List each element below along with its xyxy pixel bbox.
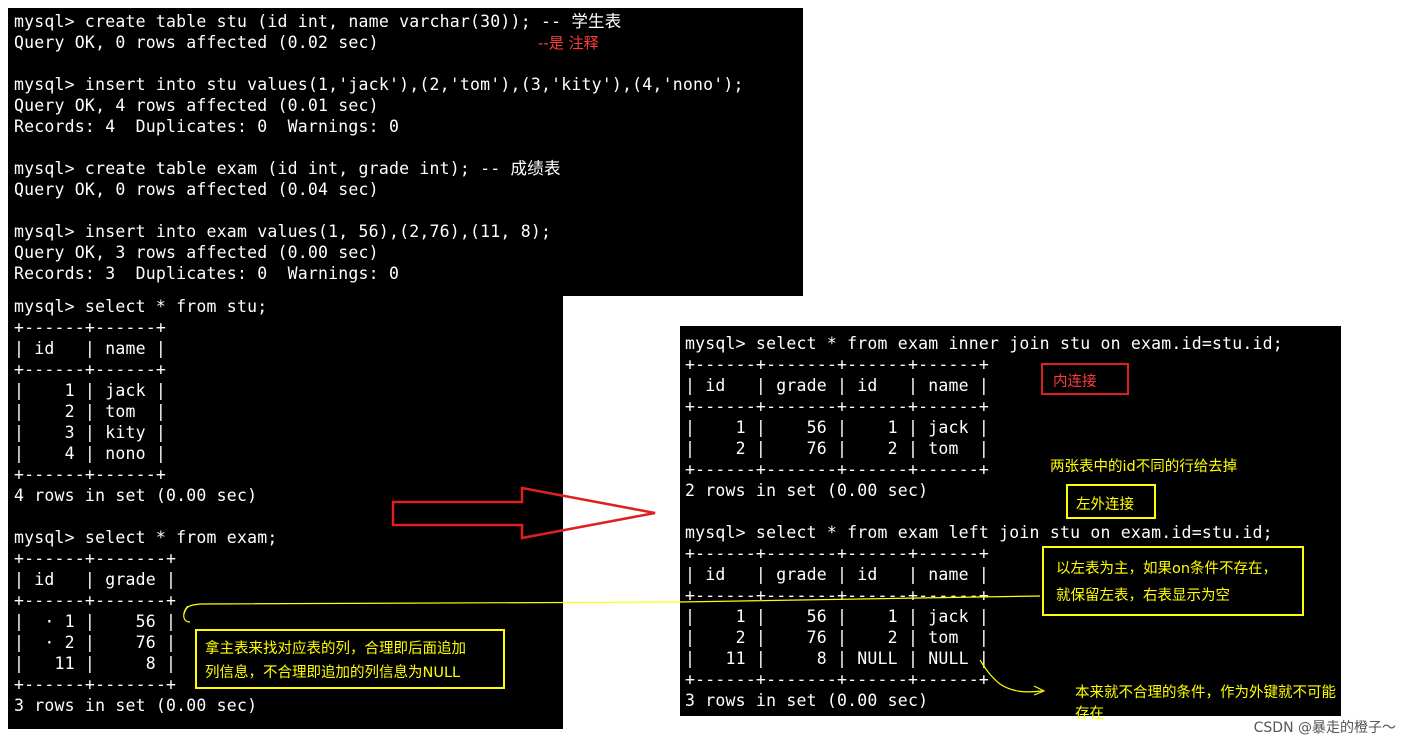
- terminal-line: mysql> select * from exam inner join stu…: [685, 334, 1283, 353]
- connector-hook: [183, 605, 191, 623]
- inner-join-label: 内连接: [1041, 363, 1129, 395]
- null-note: 本来就不合理的条件，作为外键就不可能存在: [1075, 685, 1336, 722]
- terminal-line: | · 2 | 76 |: [14, 633, 177, 652]
- terminal-bottom-left-text: mysql> select * from stu; +------+------+…: [8, 296, 563, 716]
- terminal-line: +------+-------+------+------+: [685, 460, 990, 479]
- terminal-line: mysql> select * from stu;: [14, 297, 268, 316]
- terminal-line: mysql> create table exam (id int, grade …: [14, 159, 561, 178]
- terminal-line: | 2 | tom |: [14, 402, 167, 421]
- terminal-line: mysql> create table stu (id int, name va…: [14, 12, 622, 31]
- terminal-line: +------+------+: [14, 360, 167, 379]
- terminal-line: +------+-------+------+------+: [685, 670, 990, 689]
- terminal-line: +------+-------+------+------+: [685, 355, 990, 374]
- terminal-line: +------+-------+: [14, 549, 177, 568]
- terminal-line: | 1 | jack |: [14, 381, 167, 400]
- terminal-line: | 2 | 76 | 2 | tom |: [685, 439, 990, 458]
- terminal-line: | 1 | 56 | 1 | jack |: [685, 607, 990, 626]
- terminal-right-text: mysql> select * from exam inner join stu…: [680, 326, 1341, 711]
- terminal-line: | 4 | nono |: [14, 444, 167, 463]
- terminal-line: | · 1 | 56 |: [14, 612, 177, 631]
- terminal-line: 4 rows in set (0.00 sec): [14, 486, 258, 505]
- left-join-note: 以左表为主，如果on条件不存在， 就保留左表，右表显示为空: [1042, 546, 1304, 616]
- red-arrow-icon: [391, 486, 656, 540]
- terminal-line: +------+-------+: [14, 591, 177, 610]
- terminal-line: 2 rows in set (0.00 sec): [685, 481, 929, 500]
- terminal-line: Query OK, 0 rows affected (0.02 sec): [14, 33, 379, 52]
- terminal-line: | 2 | 76 | 2 | tom |: [685, 628, 990, 647]
- terminal-line: | 3 | kity |: [14, 423, 167, 442]
- terminal-top-left-text: mysql> create table stu (id int, name va…: [8, 8, 803, 284]
- terminal-line: | 1 | 56 | 1 | jack |: [685, 418, 990, 437]
- terminal-right: mysql> select * from exam inner join stu…: [680, 326, 1341, 722]
- left-join-label: 左外连接: [1066, 484, 1156, 519]
- terminal-line: | id | grade |: [14, 570, 177, 589]
- terminal-line: mysql> select * from exam left join stu …: [685, 523, 1273, 542]
- terminal-line: +------+------+: [14, 465, 167, 484]
- connector-line: [183, 595, 1041, 615]
- comment-note: --是 注释: [538, 34, 599, 52]
- inner-join-note: 两张表中的id不同的行给去掉: [1050, 459, 1238, 475]
- terminal-line: mysql> insert into stu values(1,'jack'),…: [14, 75, 744, 94]
- terminal-line: | id | grade | id | name |: [685, 565, 990, 584]
- terminal-line: | 11 | 8 |: [14, 654, 177, 673]
- terminal-line: +------+-------+------+------+: [685, 397, 990, 416]
- terminal-line: | id | grade | id | name |: [685, 376, 990, 395]
- terminal-top-left: mysql> create table stu (id int, name va…: [8, 8, 803, 296]
- terminal-line: +------+------+: [14, 318, 167, 337]
- terminal-line: mysql> insert into exam values(1, 56),(2…: [14, 222, 552, 241]
- terminal-line: Query OK, 0 rows affected (0.04 sec): [14, 180, 379, 199]
- terminal-bottom-left: mysql> select * from stu; +------+------+…: [8, 296, 563, 729]
- terminal-line: 3 rows in set (0.00 sec): [14, 696, 258, 715]
- main-table-note: 拿主表来找对应表的列，合理即后面追加 列信息，不合理即追加的列信息为NULL: [195, 629, 505, 689]
- terminal-line: | id | name |: [14, 339, 167, 358]
- terminal-line: Records: 4 Duplicates: 0 Warnings: 0: [14, 117, 400, 136]
- terminal-line: +------+-------+------+------+: [685, 544, 990, 563]
- terminal-line: Query OK, 4 rows affected (0.01 sec): [14, 96, 379, 115]
- terminal-line: Records: 3 Duplicates: 0 Warnings: 0: [14, 264, 400, 283]
- terminal-line: 3 rows in set (0.00 sec): [685, 691, 929, 710]
- null-arrow-icon: [979, 659, 1043, 693]
- terminal-line: +------+-------+: [14, 675, 177, 694]
- terminal-line: mysql> select * from exam;: [14, 528, 278, 547]
- watermark: CSDN @暴走的橙子～: [1253, 720, 1396, 736]
- terminal-line: Query OK, 3 rows affected (0.00 sec): [14, 243, 379, 262]
- terminal-line: | 11 | 8 | NULL | NULL |: [685, 649, 990, 668]
